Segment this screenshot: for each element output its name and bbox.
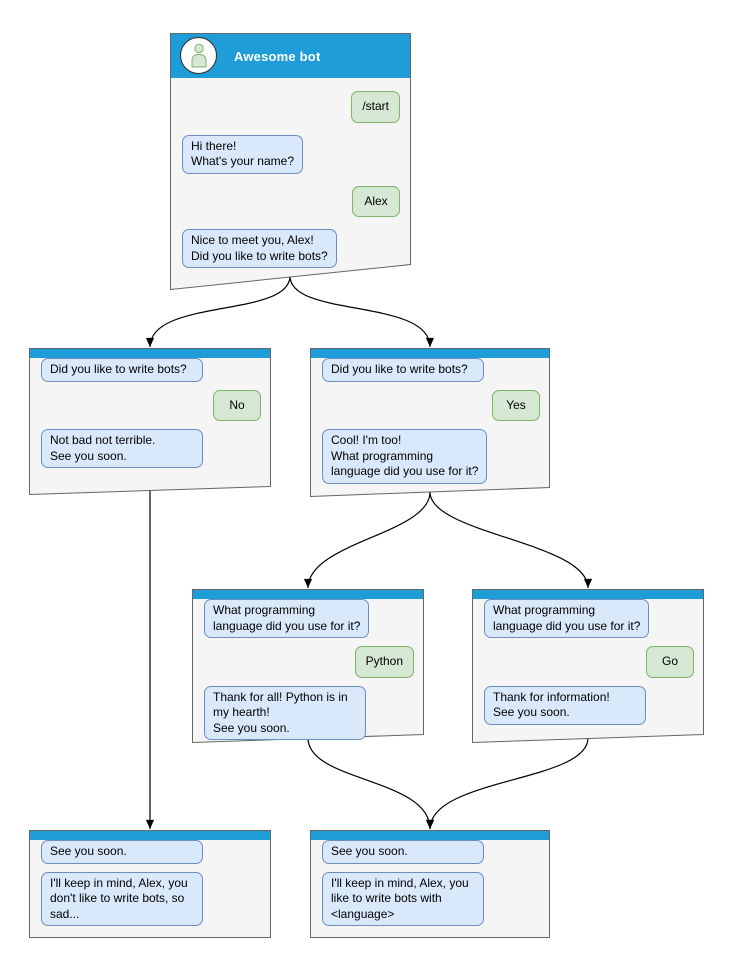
chat-bubble-bot: Cool! I'm too! What programming language…	[322, 429, 488, 484]
person-icon	[191, 43, 206, 68]
chat-window-branch-go: What programming language did you use fo…	[472, 589, 704, 743]
chat-window-branch-python: What programming language did you use fo…	[192, 589, 424, 743]
window-titlebar: Awesome bot	[171, 34, 410, 78]
message-list: What programming language did you use fo…	[193, 599, 423, 740]
message-list: See you soon. I'll keep in mind, Alex, yo…	[311, 840, 549, 926]
window-title: Awesome bot	[234, 48, 321, 64]
chat-bubble-bot: Thank for information! See you soon.	[484, 685, 646, 725]
chat-bubble-bot: See you soon.	[322, 840, 484, 864]
message-list: See you soon. I'll keep in mind, Alex, yo…	[30, 840, 270, 926]
connector-go-to-end	[425, 737, 589, 830]
window-titlebar	[311, 349, 549, 358]
message-list: What programming language did you use fo…	[473, 599, 703, 725]
window-titlebar	[311, 831, 549, 840]
chat-bubble-bot: What programming language did you use fo…	[204, 599, 370, 638]
chat-bubble-user: Go	[646, 646, 694, 678]
chat-bubble-user: /start	[351, 91, 400, 123]
chat-bubble-bot: I'll keep in mind, Alex, you don't like …	[41, 871, 203, 926]
chat-bubble-user: No	[213, 389, 261, 421]
chat-bubble-bot: Did you like to write bots?	[41, 358, 203, 382]
chat-window-end-no: See you soon. I'll keep in mind, Alex, yo…	[29, 830, 271, 938]
connector-yes-to-go	[429, 491, 593, 589]
chat-bubble-bot: See you soon.	[41, 840, 203, 864]
window-titlebar	[473, 590, 703, 599]
chat-window-main: Awesome bot /start Hi there! What's your …	[170, 33, 411, 290]
connector-python-to-end	[307, 737, 435, 830]
chat-bubble-user: Python	[354, 646, 414, 678]
chat-bubble-bot: Thank for all! Python is in my hearth! S…	[204, 685, 366, 740]
chat-bubble-user: Alex	[352, 185, 400, 217]
chat-bubble-bot: Did you like to write bots?	[322, 358, 484, 382]
chat-bubble-bot: Hi there! What's your name?	[182, 134, 304, 174]
chat-bubble-bot: Not bad not terrible. See you soon.	[41, 429, 203, 468]
connector-main-to-yes	[289, 275, 435, 348]
chat-bubble-bot: What programming language did you use fo…	[484, 599, 650, 638]
chat-bubble-bot: I'll keep in mind, Alex, you like to wri…	[322, 871, 484, 926]
window-titlebar	[30, 349, 270, 358]
bot-avatar	[180, 37, 217, 74]
window-titlebar	[30, 831, 270, 840]
chat-bubble-user: Yes	[492, 389, 540, 421]
connector-main-to-no	[145, 275, 291, 348]
connector-yes-to-python	[303, 491, 431, 589]
chat-window-end-yes: See you soon. I'll keep in mind, Alex, yo…	[310, 830, 550, 938]
window-titlebar	[193, 590, 423, 599]
chat-bubble-bot: Nice to meet you, Alex! Did you like to …	[182, 229, 337, 268]
